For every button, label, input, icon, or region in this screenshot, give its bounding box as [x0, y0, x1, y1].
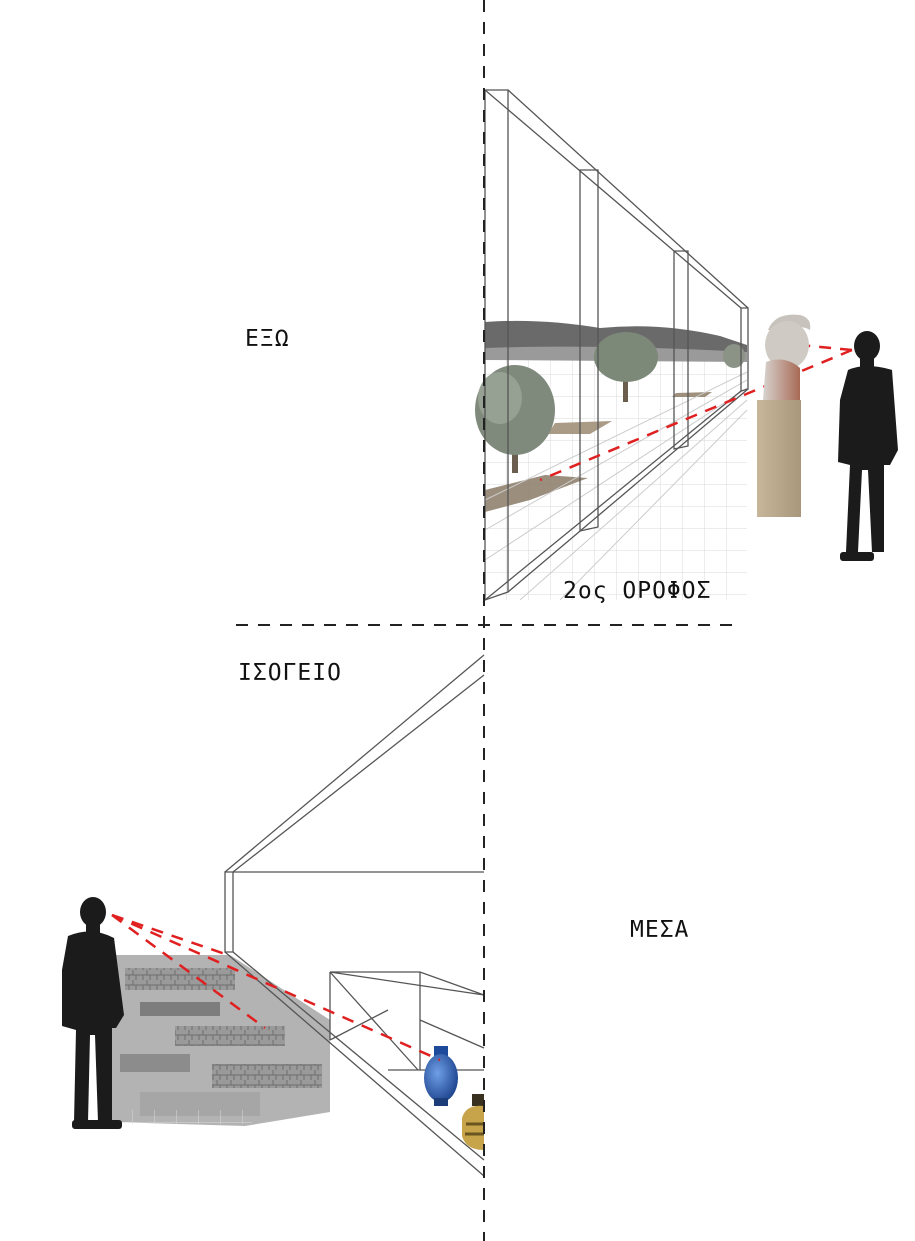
olive-tree	[723, 344, 745, 368]
perspective-frames	[484, 89, 749, 601]
person-silhouette	[62, 897, 124, 1129]
olive-tree	[475, 365, 555, 473]
landscape-photo	[484, 320, 748, 601]
excavation-ruins	[112, 955, 330, 1126]
lower-scene	[62, 654, 485, 1177]
stone-pedestal	[757, 400, 801, 517]
olive-tree	[594, 332, 658, 402]
label-inside: ΜΕΣΑ	[630, 917, 690, 943]
upper-scene	[475, 89, 898, 601]
label-outside: ΕΞΩ	[245, 326, 290, 352]
gold-patterned-vase	[462, 1094, 484, 1150]
label-second-floor: 2ος ΟΡΟΦΟΣ	[563, 578, 712, 604]
person-silhouette	[838, 331, 898, 561]
sight-line	[111, 913, 441, 1062]
helmeted-bust-statue	[763, 314, 811, 400]
blue-amphora-vase	[424, 1046, 458, 1106]
label-ground-floor: ΙΣΟΓΕΙΟ	[238, 660, 342, 686]
